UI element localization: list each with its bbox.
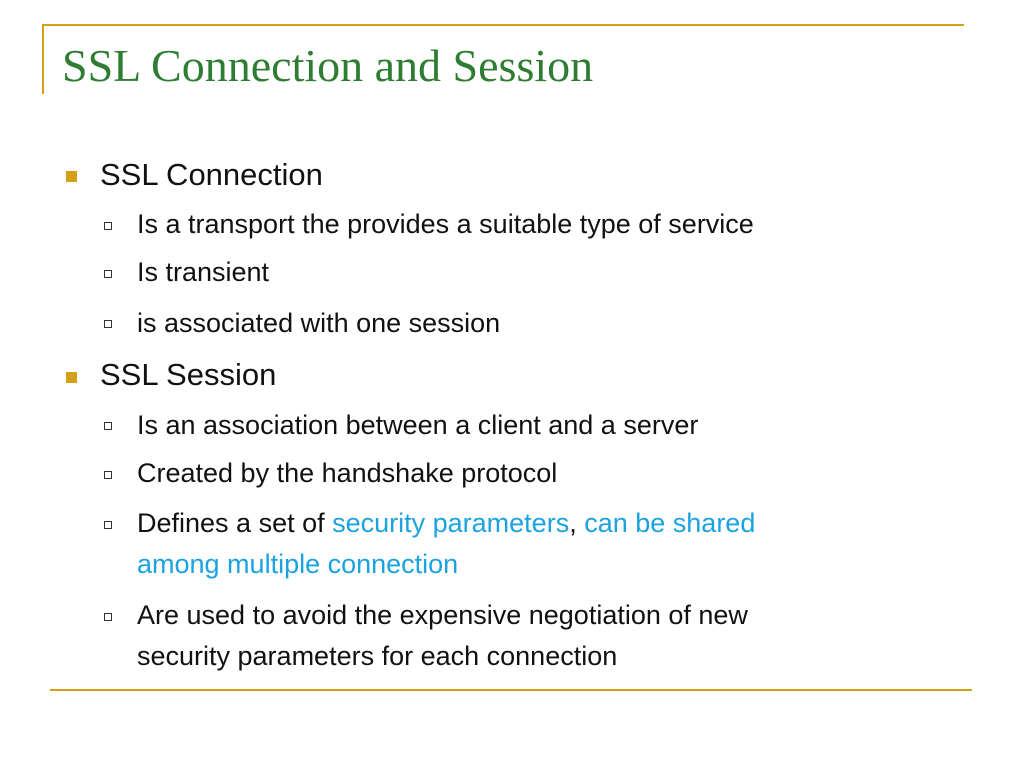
comma: ,: [569, 508, 577, 538]
hollow-square-bullet-icon: [104, 320, 112, 328]
highlight-shared-continued: among multiple connection: [137, 549, 459, 579]
hollow-square-bullet-icon: [104, 521, 112, 529]
sub-bullet: Is an association between a client and a…: [137, 410, 699, 440]
sub-bullet: Is transient: [137, 257, 270, 287]
hollow-square-bullet-icon: [104, 270, 112, 278]
sub-bullet-security-parameters: Defines a set of security parameters, ca…: [137, 503, 755, 543]
sub-bullet: Created by the handshake protocol: [137, 458, 558, 488]
square-bullet-icon: [66, 372, 77, 383]
bullet-ssl-connection: SSL Connection: [100, 157, 323, 192]
highlight-shared: can be shared: [576, 508, 756, 538]
hollow-square-bullet-icon: [104, 222, 112, 230]
sub-bullet-continued: security parameters for each connection: [137, 641, 618, 671]
sub-bullet-text: Defines a set of: [137, 508, 333, 538]
sub-bullet: Are used to avoid the expensive negotiat…: [137, 600, 748, 630]
sub-bullet: Is a transport the provides a suitable t…: [137, 209, 754, 239]
highlight-security-parameters: security parameters: [332, 508, 570, 538]
sub-bullet: is associated with one session: [137, 308, 501, 338]
hollow-square-bullet-icon: [104, 613, 112, 621]
slide-title: SSL Connection and Session: [62, 40, 594, 91]
hollow-square-bullet-icon: [104, 471, 112, 479]
square-bullet-icon: [66, 171, 77, 182]
bottom-rule: [50, 689, 972, 691]
left-rule: [42, 24, 44, 94]
bullet-ssl-session: SSL Session: [100, 357, 277, 392]
top-rule: [42, 24, 964, 26]
hollow-square-bullet-icon: [104, 422, 112, 430]
